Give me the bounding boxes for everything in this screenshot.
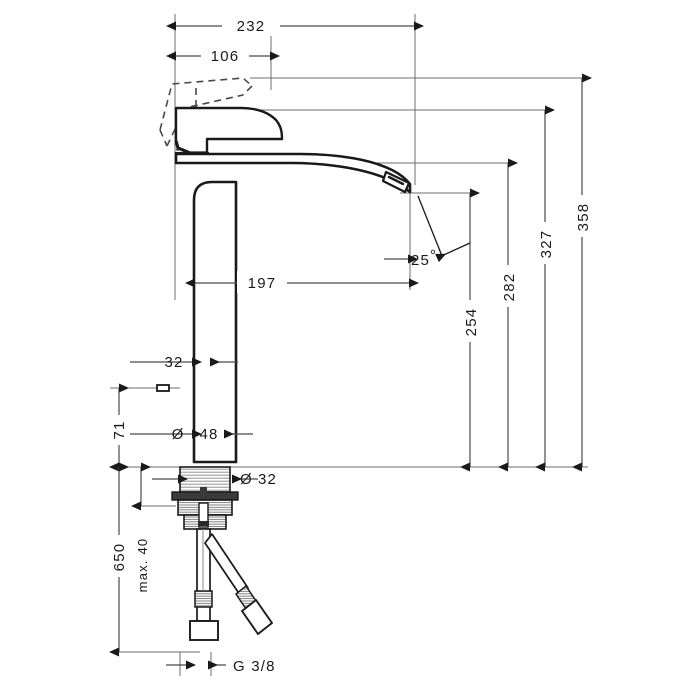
- dim-282: 282: [497, 158, 521, 472]
- dim-197: 197: [185, 271, 419, 293]
- supply-hose-angled: [204, 533, 273, 635]
- dim-angle-25-label: 25: [411, 252, 430, 269]
- dim-197-label: 197: [248, 275, 277, 292]
- dia-symbol-48: Ø: [172, 426, 185, 443]
- dim-thread-g38-label: G 3/8: [233, 658, 276, 675]
- dim-106-label: 106: [211, 48, 240, 65]
- dim-32-offset: 32: [130, 354, 238, 371]
- dim-max-40: max. 40: [131, 462, 151, 593]
- dim-650-label: 650: [111, 543, 128, 572]
- dim-650: 650: [107, 462, 131, 657]
- column-side-tab: [156, 384, 170, 392]
- dim-71: 71: [108, 383, 130, 472]
- dim-106: 106: [166, 44, 280, 66]
- degree-symbol: °: [430, 247, 437, 264]
- dim-254-label: 254: [463, 308, 480, 337]
- dia-symbol-32: Ø: [240, 471, 253, 488]
- dim-32-offset-label: 32: [164, 354, 183, 371]
- dim-358: 358: [571, 73, 595, 472]
- dim-71-label: 71: [111, 420, 128, 439]
- dim-327: 327: [534, 105, 558, 472]
- dim-angle-25: 25 °: [384, 195, 471, 269]
- dim-282-label: 282: [501, 273, 518, 302]
- washer-key: [200, 487, 207, 493]
- dim-dia-32-label: 32: [258, 471, 277, 488]
- supply-hose-straight: [189, 528, 219, 641]
- dim-232: 232: [166, 14, 424, 36]
- riser-column: [192, 180, 238, 464]
- mounting-stud: [198, 502, 209, 528]
- spout-arm: [174, 152, 412, 194]
- dim-dia-48: Ø 48: [130, 426, 253, 443]
- dim-max-40-label: max. 40: [135, 538, 150, 593]
- dim-358-label: 358: [575, 203, 592, 232]
- mounting-stud-nut: [198, 521, 209, 526]
- dim-dia-32: Ø 32: [152, 471, 277, 488]
- faucet-outline: [156, 77, 412, 641]
- sealing-washer: [171, 491, 239, 501]
- dim-254: 254: [459, 188, 483, 472]
- dim-thread-g38: G 3/8: [166, 658, 276, 675]
- dim-232-label: 232: [237, 18, 266, 35]
- dim-dia-48-label: 48: [199, 426, 218, 443]
- dim-327-label: 327: [538, 230, 555, 259]
- aerator-outlet: [381, 170, 411, 194]
